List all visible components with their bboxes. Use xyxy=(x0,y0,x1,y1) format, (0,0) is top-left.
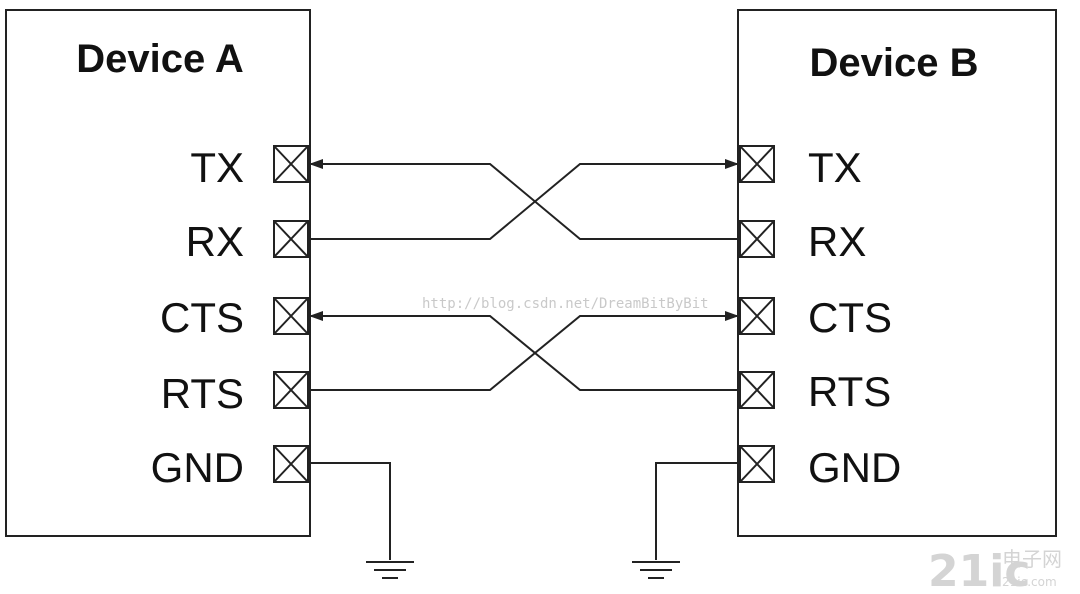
device-a-pin-rts-terminal xyxy=(273,371,309,409)
watermark-logo: 21ic 电子网 21ic.com xyxy=(928,546,1062,594)
device-a-pin-cts-terminal xyxy=(273,297,309,335)
device-a-pin-cts-label: CTS xyxy=(160,294,244,341)
watermark-logo-cn-bottom: 21ic.com xyxy=(1002,575,1057,589)
device-b-pin-rx-terminal xyxy=(739,220,775,258)
device-b-pin-gnd-label: GND xyxy=(808,444,901,491)
wire-a-rx-to-b-tx xyxy=(310,159,739,240)
wire-b-rx-to-a-tx xyxy=(309,159,738,240)
wire-b-rts-to-a-cts xyxy=(309,311,738,391)
device-b-pin-tx-label: TX xyxy=(808,144,862,191)
device-a-pin-rts-label: RTS xyxy=(161,370,244,417)
device-b-pin-rx-label: RX xyxy=(808,218,866,265)
watermark-logo-number: 21ic xyxy=(928,546,1030,594)
wire-a-gnd xyxy=(310,462,391,560)
device-a-title: Device A xyxy=(76,37,244,81)
watermark-url: http://blog.csdn.net/DreamBitByBit xyxy=(422,296,709,312)
device-b-pin-rts-terminal xyxy=(739,371,775,409)
device-b-pin-tx-terminal xyxy=(739,145,775,183)
device-b-pin-rts-label: RTS xyxy=(808,368,891,415)
device-a-pin-gnd-label: GND xyxy=(151,444,244,491)
device-a-pin-rx-terminal xyxy=(273,220,309,258)
device-a-box xyxy=(5,9,311,537)
wire-b-gnd xyxy=(655,462,738,560)
device-b-pin-cts-terminal xyxy=(739,297,775,335)
device-a-pin-tx-terminal xyxy=(273,145,309,183)
device-b-pin-gnd-terminal xyxy=(739,445,775,483)
device-a-pin-gnd-terminal xyxy=(273,445,309,483)
watermark-logo-cn-top: 电子网 xyxy=(1002,547,1062,571)
ground-symbol-a-icon xyxy=(366,561,414,579)
device-b-pin-cts-label: CTS xyxy=(808,294,892,341)
device-a-pin-rx-label: RX xyxy=(186,218,244,265)
device-b-box xyxy=(737,9,1057,537)
wire-a-rts-to-b-cts xyxy=(310,311,739,391)
device-a-pin-tx-label: TX xyxy=(190,144,244,191)
ground-symbol-b-icon xyxy=(632,561,680,579)
device-b-title: Device B xyxy=(810,41,979,85)
